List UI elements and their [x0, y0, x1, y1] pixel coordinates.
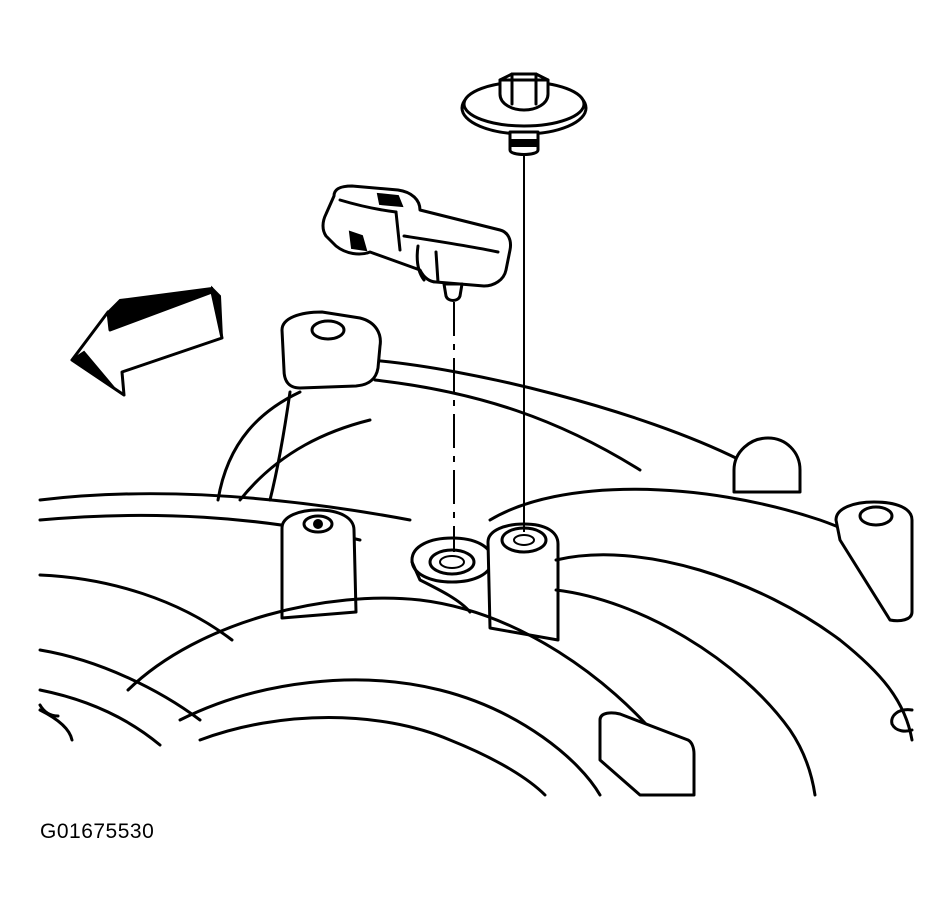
- map-sensor: [321, 184, 512, 302]
- right-mounting-boss: [834, 500, 914, 623]
- intake-manifold: [38, 310, 914, 797]
- rear-mounting-boss: [268, 310, 382, 502]
- figure-id-label: G01675530: [40, 820, 155, 843]
- bolt-mounting-boss: [486, 522, 560, 642]
- direction-arrow-icon: [70, 285, 224, 397]
- left-mounting-boss: [280, 508, 358, 620]
- mounting-bolt: [460, 72, 588, 156]
